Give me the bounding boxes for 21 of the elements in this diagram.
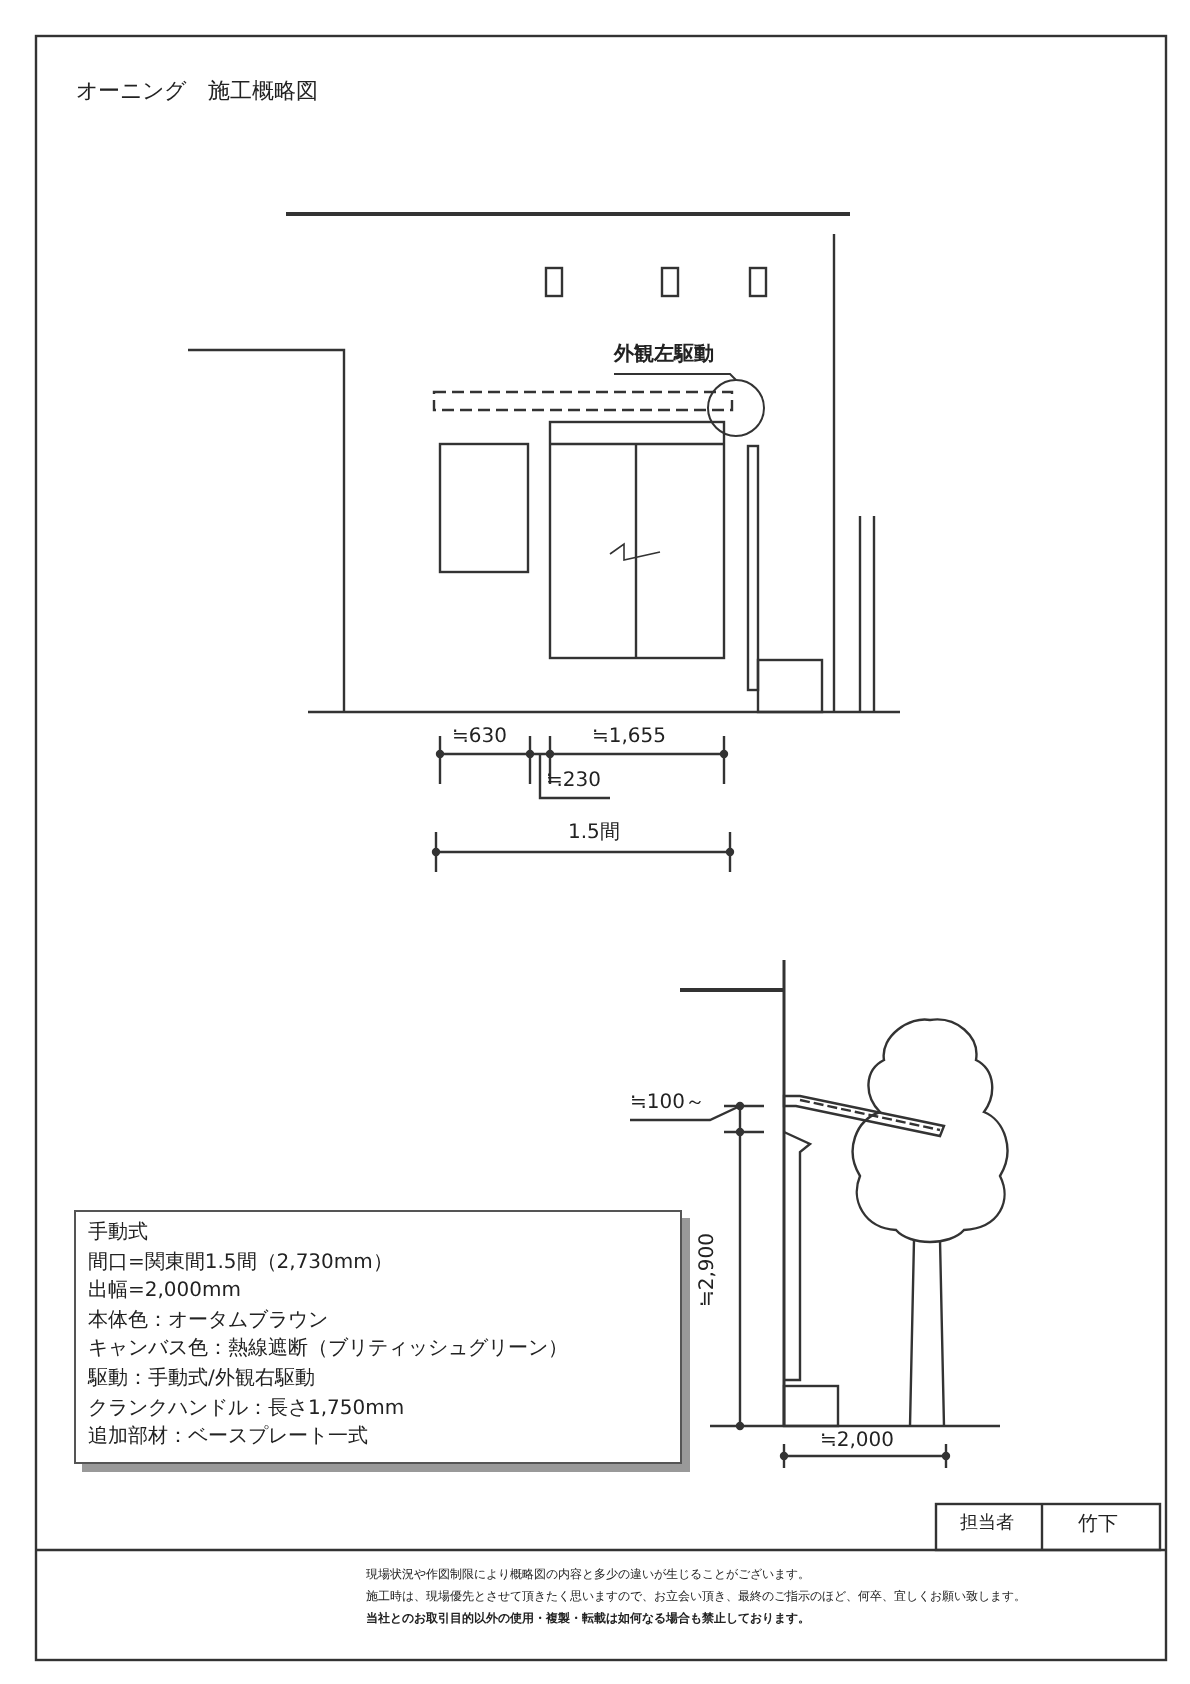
diagram-title: オーニング 施工概略図: [76, 80, 318, 102]
table-value: 竹下: [1078, 1516, 1118, 1536]
dimension-label: ≒2,000: [820, 1432, 895, 1452]
leader-line: [613, 373, 737, 381]
spec-line: 手動式: [88, 1220, 150, 1248]
spec-line: キャンバス色：熱線遮断（ブリティッシュグリーン）: [88, 1336, 570, 1365]
spec-line: クランクハンドル：長さ1,750mm: [88, 1395, 407, 1424]
dimension-label: ≒100～: [630, 1094, 705, 1114]
table-header: 担当者: [960, 1516, 1014, 1534]
spec-line: 間口=関東間1.5間（2,730mm）: [88, 1249, 395, 1278]
spec-line: 出幅=2,000mm: [88, 1278, 243, 1307]
callout-label: 外観左駆動: [614, 346, 714, 366]
spec-line: 本体色：オータムブラウン: [88, 1307, 330, 1336]
dimension-label: 1.5間: [568, 824, 620, 844]
dimension-label: ≒630: [452, 728, 507, 748]
spec-line: 追加部材：ベースプレート一式: [88, 1424, 370, 1453]
dimension-label: ≒1,655: [592, 728, 667, 748]
dimension-label: ≒230: [546, 772, 601, 792]
dimension-label: ≒2,900: [699, 1232, 720, 1308]
highlight-circle: [707, 379, 765, 437]
spec-line: 駆動：手動式/外観右駆動: [88, 1365, 317, 1394]
